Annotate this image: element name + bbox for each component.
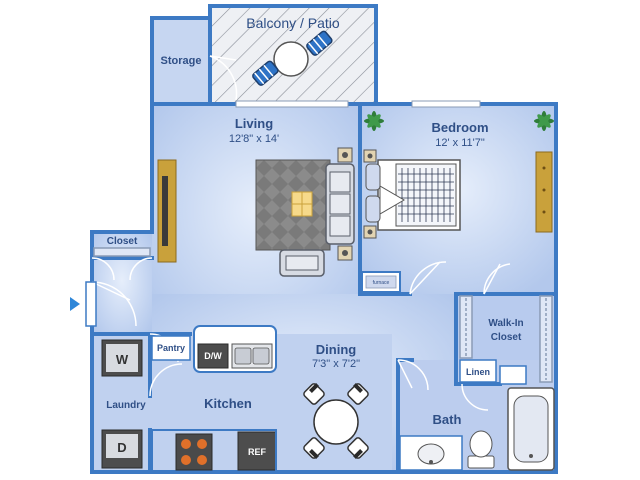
linen-closet: Linen bbox=[459, 359, 527, 385]
walls bbox=[90, 4, 558, 474]
bathtub bbox=[507, 387, 555, 471]
pantry-label: Pantry bbox=[157, 343, 185, 353]
furnace-label: furnace bbox=[373, 280, 390, 286]
dining-dims: 7'3" x 7'2" bbox=[312, 358, 360, 370]
windows bbox=[235, 100, 481, 108]
refrigerator-label: REF bbox=[248, 447, 267, 457]
plant-icon-2 bbox=[534, 111, 554, 131]
living-rug bbox=[255, 159, 331, 251]
kitchen-counter bbox=[151, 429, 277, 473]
closet-label: Closet bbox=[107, 236, 138, 247]
storage-label: Storage bbox=[161, 55, 202, 67]
storage-floor bbox=[152, 18, 210, 104]
kitchen-island-counter: D/W bbox=[193, 325, 277, 373]
kitchen-sink bbox=[231, 343, 273, 369]
washer: W bbox=[101, 339, 143, 377]
balcony-label: Balcony / Patio bbox=[246, 15, 340, 31]
pantry: Pantry bbox=[151, 335, 191, 361]
closet-shelving bbox=[93, 247, 553, 383]
linen-label: Linen bbox=[466, 367, 490, 377]
end-tables bbox=[337, 147, 353, 261]
dishwasher-label: D/W bbox=[204, 351, 222, 361]
bath-label: Bath bbox=[433, 412, 462, 427]
walkin-label-line2: Closet bbox=[491, 332, 522, 343]
kitchen-label: Kitchen bbox=[204, 396, 252, 411]
bathroom-vanity bbox=[399, 435, 463, 471]
dresser bbox=[535, 151, 553, 233]
dryer: D bbox=[101, 429, 143, 469]
sofa bbox=[325, 163, 355, 245]
furnace-unit: furnace bbox=[361, 271, 401, 293]
living-dims: 12'8" x 14' bbox=[229, 133, 279, 145]
dryer-label: D bbox=[117, 440, 126, 455]
plant-icon bbox=[364, 111, 384, 131]
armchair bbox=[279, 249, 325, 277]
dining-set bbox=[303, 383, 369, 459]
entry-door bbox=[70, 281, 97, 327]
dishwasher bbox=[197, 343, 229, 369]
dining-label: Dining bbox=[316, 342, 356, 357]
refrigerator: REF bbox=[237, 431, 277, 471]
door-swings bbox=[91, 55, 511, 411]
patio-table-set bbox=[252, 30, 333, 86]
balcony-window bbox=[235, 100, 349, 108]
toilet bbox=[467, 430, 495, 469]
washer-label: W bbox=[116, 352, 129, 367]
walkin-label-line1: Walk-In bbox=[488, 318, 523, 329]
living-label: Living bbox=[235, 116, 273, 131]
bed bbox=[365, 159, 461, 231]
bedroom-dims: 12' x 11'7" bbox=[435, 137, 485, 149]
entry-arrow-icon bbox=[70, 297, 80, 311]
bedroom-label: Bedroom bbox=[431, 120, 488, 135]
stove bbox=[175, 433, 213, 471]
laundry-label: Laundry bbox=[106, 400, 146, 411]
tv-console bbox=[157, 159, 177, 263]
bedroom-window bbox=[411, 100, 481, 108]
nightstands bbox=[363, 149, 377, 239]
